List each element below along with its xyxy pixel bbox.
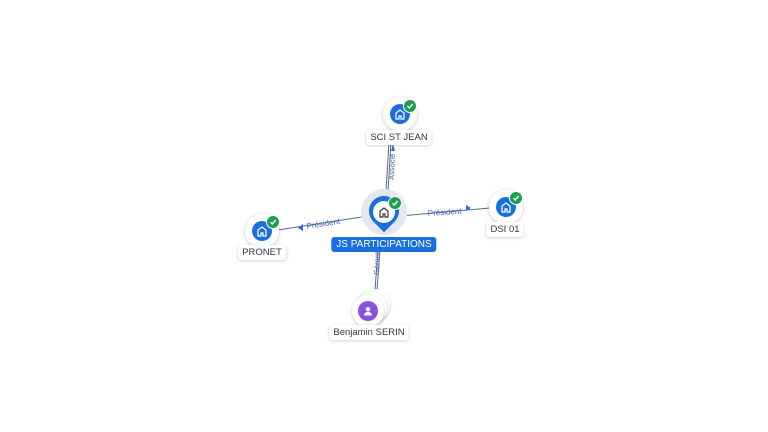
- edge-label-right: Président: [428, 207, 463, 218]
- verified-check-icon: [388, 196, 402, 210]
- edge-label-bottom: Gérant: [372, 251, 382, 275]
- edge-top[interactable]: Associé: [385, 141, 397, 193]
- edge-label-top: Associé: [387, 154, 397, 181]
- verified-check-icon: [266, 215, 280, 229]
- node-label: DSI 01: [486, 222, 524, 237]
- node-label: PRONET: [238, 245, 286, 260]
- node-label: Benjamin SERIN: [329, 325, 409, 340]
- node-label: SCI ST JEAN: [366, 130, 432, 145]
- edge-right[interactable]: Président: [399, 205, 491, 218]
- person-stack[interactable]: [352, 289, 390, 327]
- edge-left[interactable]: Président: [277, 215, 369, 231]
- verified-check-icon: [403, 99, 417, 113]
- verified-check-icon: [509, 191, 523, 205]
- edge-bottom[interactable]: Gérant: [372, 249, 382, 291]
- center-label: JS PARTICIPATIONS: [331, 237, 437, 252]
- person-icon: [358, 301, 378, 321]
- edge-label-left: Président: [306, 217, 342, 231]
